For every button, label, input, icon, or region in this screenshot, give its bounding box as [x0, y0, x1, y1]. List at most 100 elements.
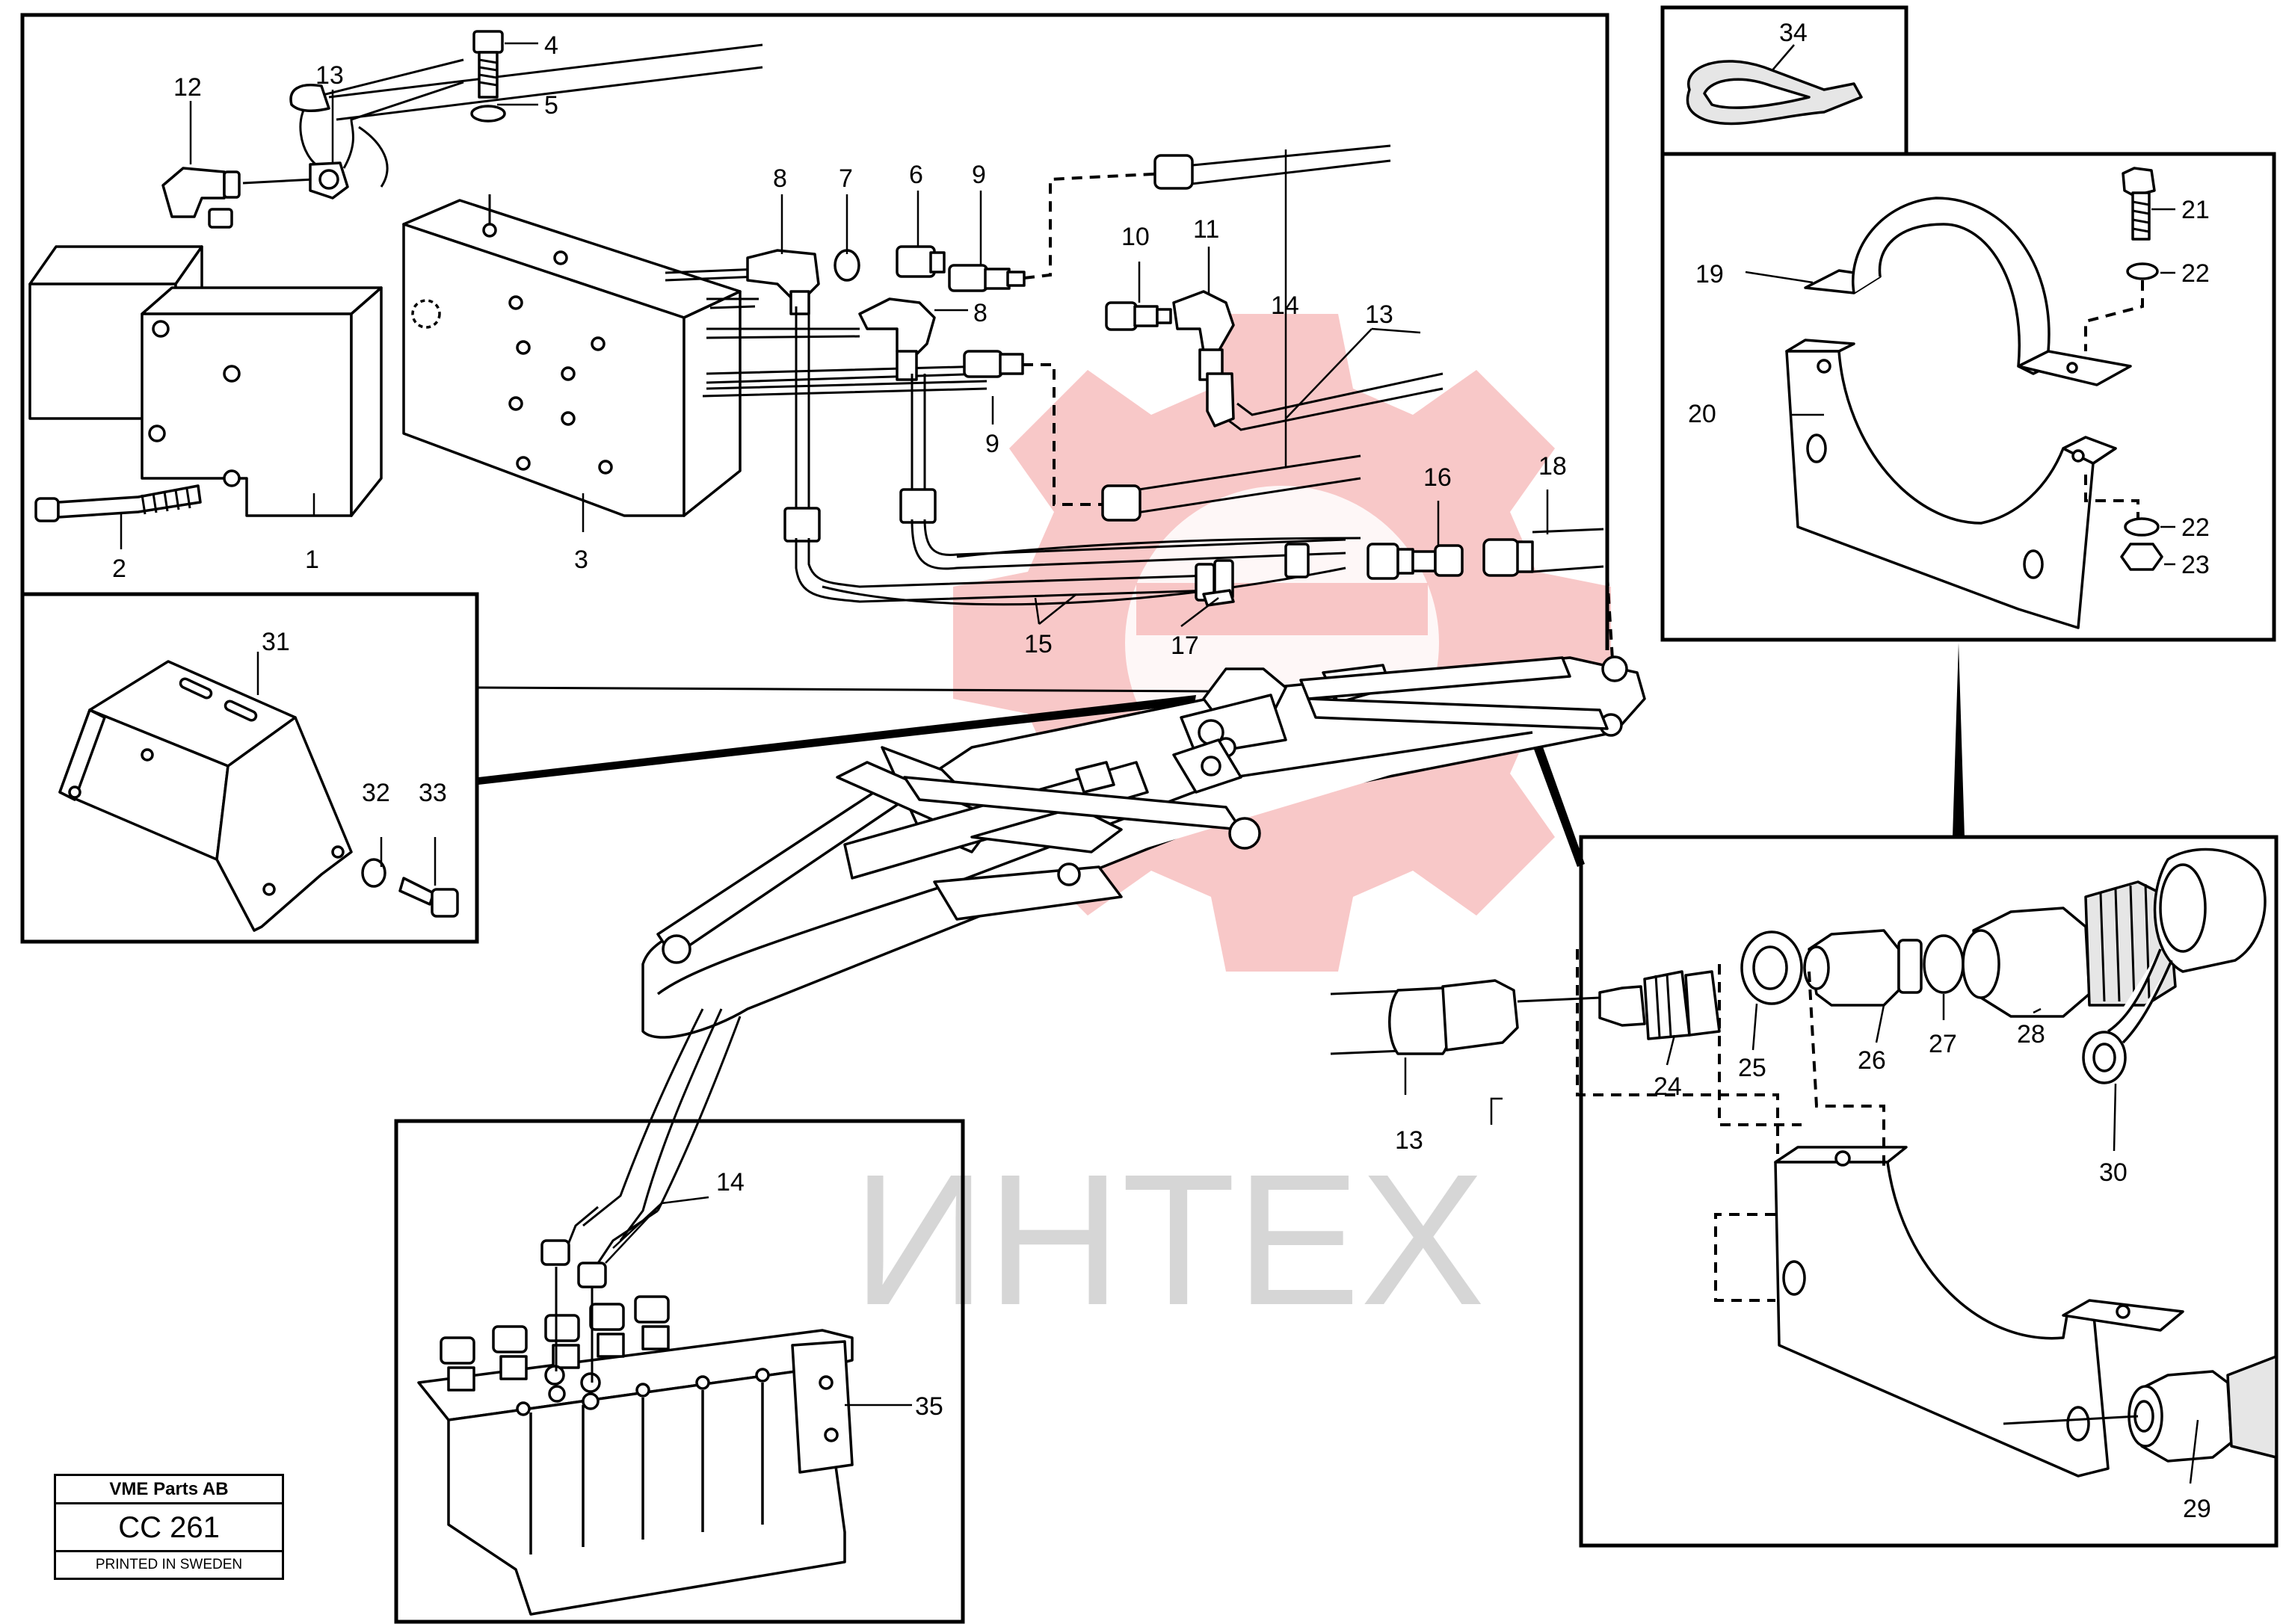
title-block: VME Parts AB CC 261 PRINTED IN SWEDEN	[54, 1474, 284, 1580]
bolt-33	[398, 877, 459, 918]
control-valve-block	[417, 1295, 854, 1616]
drawing-code: CC 261	[56, 1504, 282, 1552]
dust-cap-30	[2082, 847, 2267, 1084]
washer-32	[361, 858, 386, 888]
callout-35: 35	[915, 1392, 943, 1421]
bolt-4	[472, 30, 504, 99]
callout-3: 3	[574, 546, 588, 574]
hose-end-14d	[577, 1262, 607, 1288]
callout-27: 27	[1929, 1030, 1957, 1058]
hose-18	[1482, 528, 1604, 577]
quick-coupler-28	[1962, 880, 2177, 1018]
washer-22b	[2124, 517, 2160, 537]
callout-25: 25	[1738, 1054, 1766, 1082]
callout-23: 23	[2181, 551, 2210, 579]
connector-wedge-top	[1953, 643, 1965, 837]
callout-labels: 1 2 3 4 5 12 13 8 7 6 9 8 9 10 11 14 13 …	[112, 19, 2211, 1523]
watermark-text: ИНТЕХ	[852, 1135, 1485, 1344]
callout-34: 34	[1779, 19, 1808, 47]
callout-14b: 14	[716, 1168, 745, 1197]
callout-29: 29	[2183, 1495, 2211, 1523]
callout-8a: 8	[773, 164, 787, 193]
company-name: VME Parts AB	[56, 1476, 282, 1504]
callout-32: 32	[362, 779, 390, 807]
fitting-8	[746, 249, 820, 315]
nut-25	[1740, 930, 1803, 1005]
washer-7	[834, 249, 860, 282]
bolt-2	[34, 484, 202, 522]
washer-5	[470, 105, 506, 123]
callout-13a: 13	[315, 61, 344, 90]
clamp-inset-frame	[1660, 152, 2276, 642]
callout-9a: 9	[972, 161, 986, 189]
callout-26: 26	[1858, 1046, 1886, 1075]
coupling-16	[1284, 543, 1464, 580]
bracket-inset-frame	[20, 592, 479, 944]
connector-wedge-right	[1525, 722, 1585, 867]
callout-24: 24	[1654, 1072, 1682, 1101]
callout-4: 4	[544, 31, 558, 60]
callout-10: 10	[1121, 223, 1150, 251]
valve-inset-frame	[394, 1119, 965, 1624]
union-10	[1105, 301, 1172, 331]
callout-2: 2	[112, 555, 126, 583]
hose-end-14b	[1101, 484, 1142, 522]
callout-7: 7	[839, 164, 853, 193]
elbow-hose-13	[242, 58, 464, 200]
callout-1: 1	[305, 546, 319, 574]
coupler-29	[2128, 1355, 2278, 1463]
callout-19: 19	[1695, 260, 1724, 288]
washer-22a	[2126, 262, 2159, 280]
callout-11: 11	[1193, 215, 1219, 244]
guard-bracket	[58, 660, 353, 932]
boom-lift-cylinders	[656, 746, 1261, 964]
elbow-11	[1172, 290, 1235, 381]
union-9	[948, 264, 1026, 292]
bolt-21	[2122, 167, 2156, 241]
hose-clamp-lower-half	[1785, 339, 2117, 629]
adapter-26	[1803, 929, 1923, 1007]
callout-14a: 14	[1271, 291, 1299, 320]
coupling-mount-bracket	[1774, 1146, 2184, 1478]
nipple-24	[1598, 970, 1721, 1040]
callout-28: 28	[2017, 1020, 2045, 1049]
callout-22b: 22	[2181, 513, 2210, 542]
callout-12: 12	[173, 73, 202, 102]
clamp-17	[1195, 559, 1235, 607]
nut-15b	[899, 488, 937, 524]
connector-wedge-left	[478, 695, 1196, 785]
callout-5: 5	[544, 91, 558, 120]
nipple-6	[896, 245, 946, 278]
printed-note: PRINTED IN SWEDEN	[95, 1557, 243, 1572]
callout-16: 16	[1423, 463, 1452, 492]
hose-clamp-upper-half	[1804, 197, 2132, 386]
cable-tie	[1686, 60, 1863, 126]
callout-8b: 8	[973, 299, 988, 327]
hose-13-end	[1330, 979, 1519, 1055]
elbow-fitting-12	[161, 167, 241, 229]
union-9b	[963, 350, 1024, 378]
callout-13c: 13	[1395, 1126, 1423, 1155]
callout-30: 30	[2099, 1158, 2128, 1187]
callout-31: 31	[262, 628, 290, 656]
elbow-8b	[858, 297, 936, 381]
callout-15: 15	[1024, 630, 1053, 658]
leader-lines	[120, 42, 2199, 1484]
callout-21: 21	[2181, 196, 2210, 224]
hose-end-14a	[1153, 154, 1194, 190]
boom-arm	[641, 655, 1646, 1039]
coupling-inset-frame	[1579, 835, 2279, 1548]
callout-6: 6	[909, 161, 923, 189]
nut-23	[2120, 543, 2163, 571]
callout-22a: 22	[2181, 259, 2210, 288]
manifold-block	[402, 194, 742, 517]
callout-9b: 9	[985, 430, 999, 458]
main-frame	[20, 13, 1609, 650]
nut-15a	[783, 507, 821, 543]
callout-33: 33	[419, 779, 447, 807]
hose-end-14c	[540, 1239, 570, 1266]
solenoid-valve	[28, 245, 383, 517]
callout-13b: 13	[1365, 300, 1393, 329]
callout-17: 17	[1171, 632, 1199, 660]
